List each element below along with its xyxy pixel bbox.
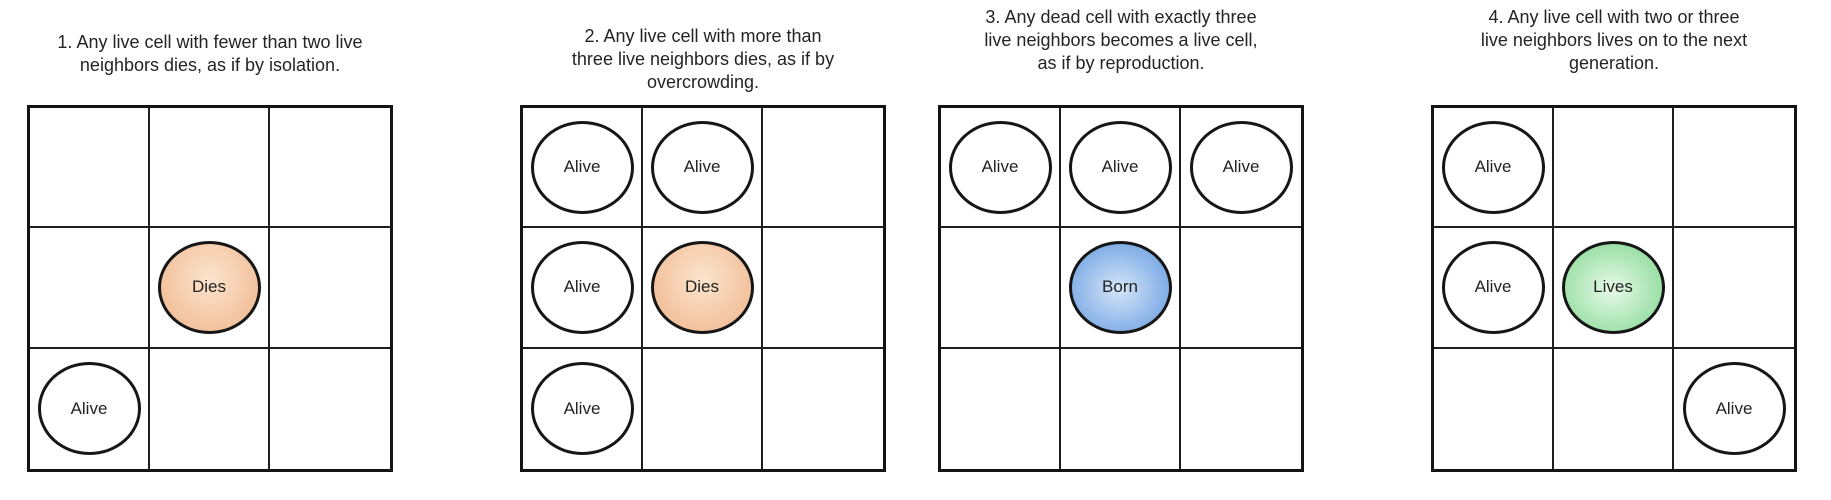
grid-cell: Alive (523, 348, 643, 469)
grid-cell: Alive (941, 108, 1061, 229)
grid-cell (941, 348, 1061, 469)
cell-circle-alive: Alive (1189, 120, 1293, 214)
cell-circle-dies: Dies (157, 240, 261, 334)
cell-circle-alive: Alive (530, 240, 634, 334)
grid-cell (150, 348, 270, 469)
caption-line: overcrowding. (646, 72, 760, 92)
cell-circle-alive: Alive (530, 362, 634, 456)
grid-cell (1554, 348, 1674, 469)
grid-cell (1181, 228, 1301, 349)
rule-4-caption: 4. Any live cell with two or three live … (1401, 6, 1827, 75)
rule-panel-1: 1. Any live cell with fewer than two liv… (27, 0, 393, 500)
cell-circle-alive: Alive (1441, 120, 1545, 214)
cell-circle-lives: Lives (1561, 240, 1665, 334)
grid-cell (643, 348, 763, 469)
caption-line: 4. Any live cell with two or three (1488, 7, 1740, 27)
grid-cell (1674, 228, 1794, 349)
caption-line: 3. Any dead cell with exactly three (985, 7, 1257, 27)
cell-circle-alive: Alive (37, 362, 141, 456)
cell-circle-alive: Alive (1682, 362, 1786, 456)
grid-cell (941, 228, 1061, 349)
life-grid-2: Alive Alive Alive Dies Alive (520, 105, 886, 472)
rule-panel-4: 4. Any live cell with two or three live … (1431, 0, 1797, 500)
grid-cell: Alive (643, 108, 763, 229)
cell-circle-alive: Alive (1068, 120, 1172, 214)
caption-line: 2. Any live cell with more than (584, 26, 822, 46)
caption-line: live neighbors becomes a live cell, (984, 30, 1258, 50)
life-grid-3: Alive Alive Alive Born (938, 105, 1304, 472)
grid-cell (763, 228, 883, 349)
grid-cell: Lives (1554, 228, 1674, 349)
rule-3-caption: 3. Any dead cell with exactly three live… (908, 6, 1334, 75)
grid-cell (270, 349, 390, 469)
grid-cell: Dies (150, 228, 270, 349)
cell-circle-alive: Alive (530, 120, 634, 214)
grid-cell (30, 108, 150, 229)
cell-circle-dies: Dies (650, 240, 754, 334)
caption-line: as if by reproduction. (1037, 53, 1205, 73)
grid-cell (1181, 349, 1301, 469)
life-grid-4: Alive Alive Lives Alive (1431, 105, 1797, 472)
caption-line: generation. (1568, 53, 1660, 73)
grid-cell: Dies (643, 228, 763, 349)
grid-cell (1434, 348, 1554, 469)
grid-cell: Alive (1061, 108, 1181, 229)
grid-cell (1061, 348, 1181, 469)
rule-1-caption: 1. Any live cell with fewer than two liv… (0, 31, 423, 77)
caption-line: 1. Any live cell with fewer than two liv… (57, 32, 363, 52)
grid-cell: Alive (1434, 228, 1554, 349)
grid-cell: Alive (1181, 108, 1301, 229)
grid-cell: Alive (1674, 349, 1794, 469)
rule-panel-2: 2. Any live cell with more than three li… (520, 0, 886, 500)
rule-panel-3: 3. Any dead cell with exactly three live… (938, 0, 1304, 500)
grid-cell: Alive (523, 228, 643, 349)
grid-cell: Alive (1434, 108, 1554, 229)
cell-circle-alive: Alive (1441, 240, 1545, 334)
grid-cell (270, 108, 390, 229)
rule-2-caption: 2. Any live cell with more than three li… (490, 25, 916, 94)
cell-circle-born: Born (1068, 240, 1172, 334)
caption-line: live neighbors lives on to the next (1480, 30, 1748, 50)
caption-line: three live neighbors dies, as if by (571, 49, 835, 69)
cell-circle-alive: Alive (948, 120, 1052, 214)
grid-cell: Alive (30, 348, 150, 469)
grid-cell (1674, 108, 1794, 229)
grid-cell (30, 228, 150, 349)
cell-circle-alive: Alive (650, 120, 754, 214)
grid-cell (763, 349, 883, 469)
grid-cell (150, 108, 270, 229)
grid-cell (1554, 108, 1674, 229)
caption-line: neighbors dies, as if by isolation. (79, 55, 341, 75)
grid-cell (763, 108, 883, 229)
grid-cell (270, 228, 390, 349)
grid-cell: Born (1061, 228, 1181, 349)
life-grid-1: Dies Alive (27, 105, 393, 472)
grid-cell: Alive (523, 108, 643, 229)
